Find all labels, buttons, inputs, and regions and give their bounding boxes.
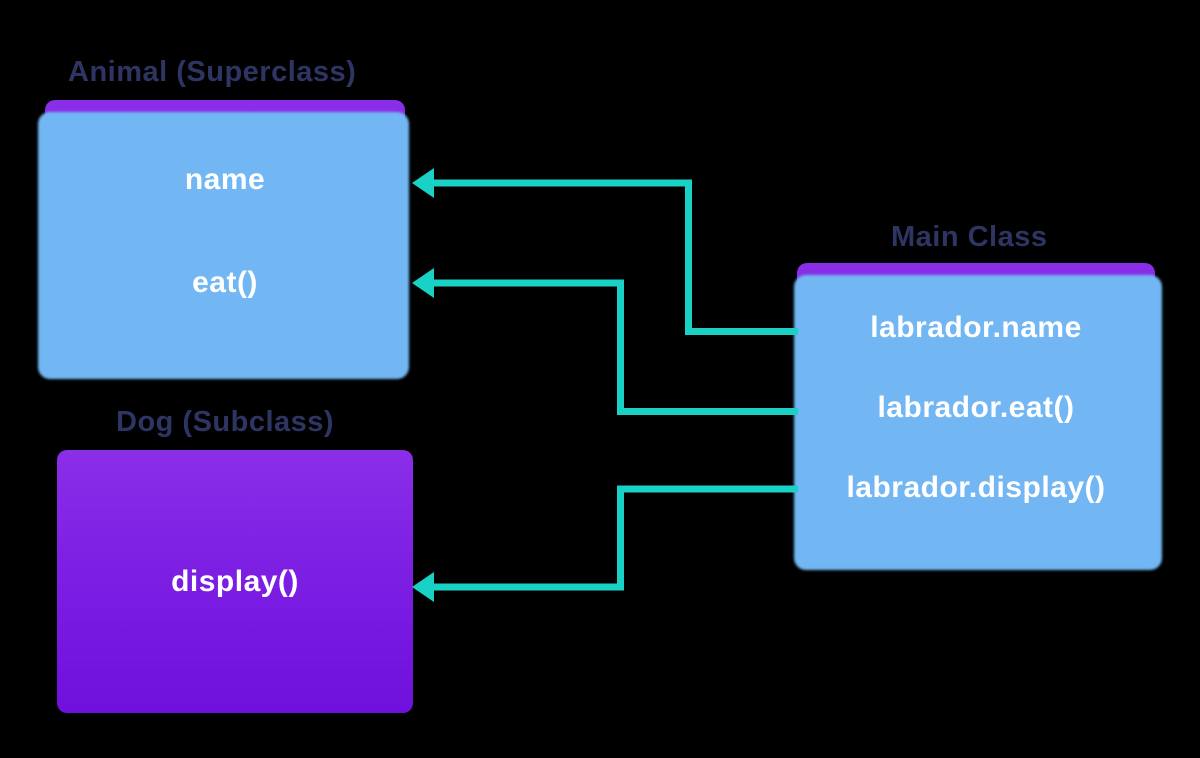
superclass-box: name eat(): [45, 100, 405, 363]
arrow-labrador-display: [412, 485, 798, 602]
subclass-title: Dog (Subclass): [116, 406, 335, 438]
superclass-member-eat: eat(): [192, 266, 258, 299]
main-class-box: labrador.name labrador.eat() labrador.di…: [797, 263, 1155, 552]
main-class-title: Main Class: [891, 221, 1048, 253]
subclass-box: display(): [57, 450, 413, 713]
main-member-labrador-eat: labrador.eat(): [877, 390, 1075, 424]
superclass-title: Animal (Superclass): [68, 56, 357, 88]
subclass-member-display: display(): [171, 564, 299, 598]
superclass-member-name: name: [184, 163, 266, 196]
arrow-labrador-name: [412, 168, 798, 335]
main-member-labrador-display: labrador.display(): [846, 470, 1106, 504]
arrow-labrador-eat: [412, 268, 798, 415]
main-member-labrador-name: labrador.name: [870, 310, 1082, 344]
